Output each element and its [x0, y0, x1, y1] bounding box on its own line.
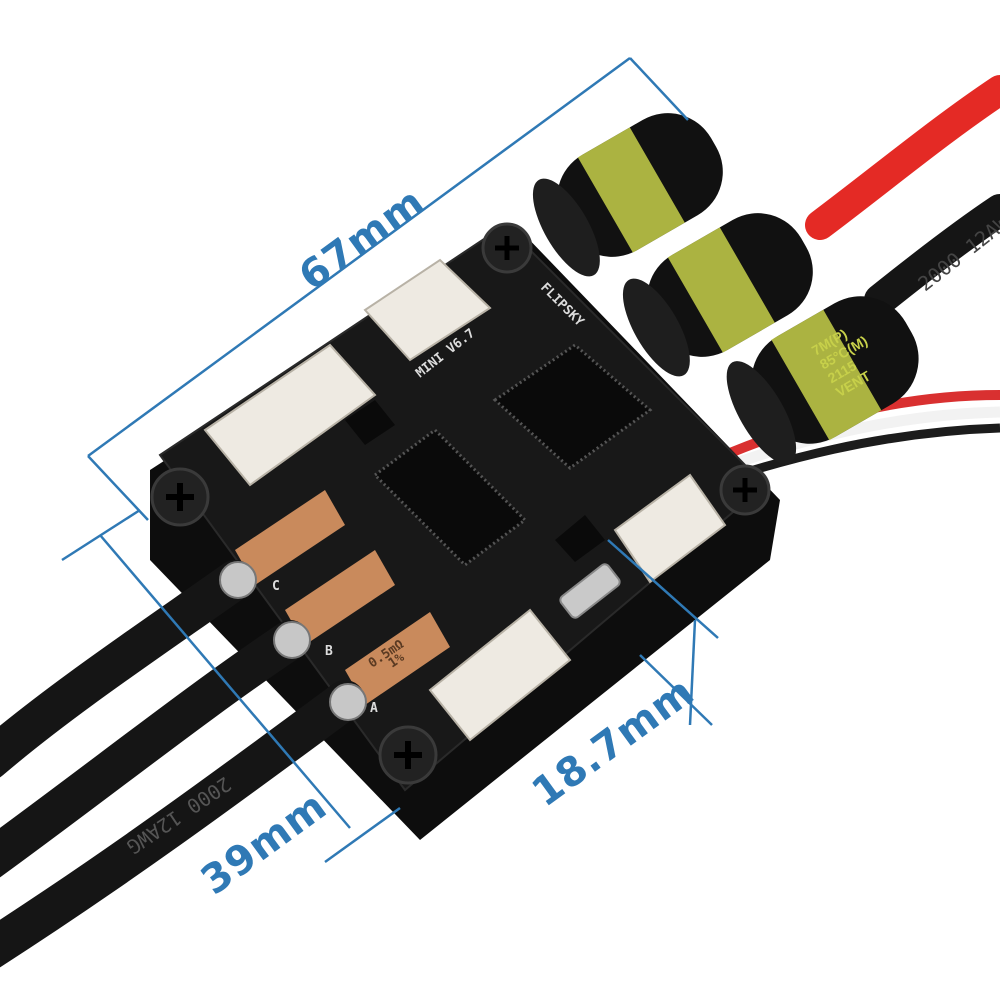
connector-sensor-top [363, 258, 492, 362]
motor-wire-a [0, 680, 365, 968]
dimension-tick-length-end [629, 57, 689, 121]
dimension-tick-width-start [61, 508, 141, 562]
solder-ball-a [329, 683, 367, 721]
solder-ball-c [219, 561, 257, 599]
dimension-annotations [61, 56, 719, 864]
black-power-wire [864, 194, 1000, 316]
screw-left-icon [150, 467, 210, 527]
screw-top-icon [481, 222, 533, 274]
connectors [203, 258, 727, 742]
connector-right [613, 473, 727, 584]
connector-bottom [428, 608, 572, 742]
capacitors: 7M(P) 85°C(M) 2115 VENT [532, 113, 919, 464]
shunt-resistors: 0.5mΩ 1% C B A [235, 490, 450, 716]
phase-c-label: C [272, 579, 280, 594]
mounting-screws [150, 222, 771, 785]
battery-wires: 2000 12AWG [805, 75, 1000, 316]
solder-ball-b [273, 621, 311, 659]
shunt-2 [285, 550, 395, 645]
screw-bottom-icon [378, 725, 438, 785]
motor-wire-b [0, 620, 310, 878]
dimension-tick-length-start [87, 455, 149, 521]
shunt-1 [235, 490, 345, 585]
phase-a-label: A [370, 701, 378, 716]
dimension-line-width [99, 534, 351, 829]
screw-right-icon [719, 464, 771, 516]
capacitor-1 [532, 113, 723, 277]
usb-port [559, 563, 621, 619]
shunt-tolerance: 1% [386, 650, 408, 671]
small-chip-2 [555, 515, 605, 562]
capacitor-2 [622, 213, 813, 377]
phase-b-label: B [325, 644, 333, 659]
mcu-chip [492, 343, 653, 470]
chips [345, 343, 653, 567]
dimension-tick-width-end [324, 806, 401, 864]
shunt-3 [345, 612, 450, 705]
dimension-tick-height-start [607, 539, 719, 639]
connector-sensor-left [203, 343, 377, 487]
small-chip [345, 400, 395, 445]
dimension-line-height [688, 619, 697, 726]
capacitor-3: 7M(P) 85°C(M) 2115 VENT [726, 296, 919, 464]
dimension-line-length [87, 56, 631, 458]
driver-chip [372, 428, 528, 567]
motor-wire-c [0, 560, 255, 778]
dimension-tick-height-end [639, 654, 713, 726]
red-power-wire [805, 75, 1000, 240]
